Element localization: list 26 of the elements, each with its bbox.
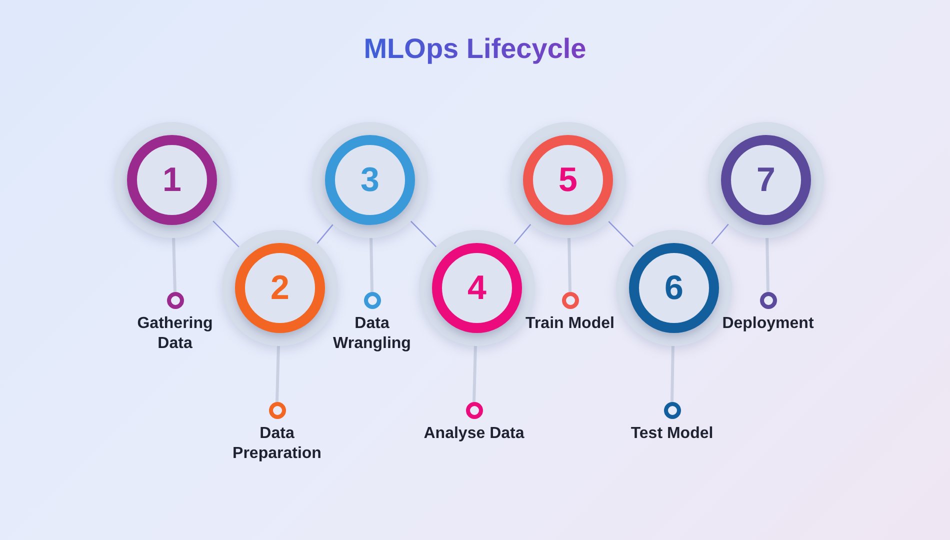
step-label: Test Model [630, 424, 714, 444]
step-number: 3 [360, 163, 380, 197]
step-label: Gathering Data [136, 314, 214, 354]
connector-line [608, 220, 634, 248]
connector-line [212, 220, 240, 248]
step-label: Deployment [722, 314, 814, 334]
step-number: 4 [468, 271, 486, 305]
step-number: 2 [270, 271, 290, 305]
step-number: 5 [558, 163, 578, 197]
connector-line [711, 224, 729, 244]
step-number: 7 [756, 163, 776, 197]
connector-line [670, 346, 674, 402]
step-number: 1 [162, 163, 182, 197]
connector-line [514, 224, 532, 244]
connector-line [568, 238, 572, 292]
connector-line [472, 346, 477, 402]
connector-line [410, 220, 437, 248]
connector-line [276, 346, 280, 402]
step-number: 6 [664, 271, 684, 305]
step-label: Analyse Data [424, 424, 524, 444]
connector-line [316, 224, 334, 244]
connector-line [766, 238, 770, 292]
step-label: Data Wrangling [332, 314, 412, 354]
step-label: Train Model [526, 314, 614, 334]
step-label: Data Preparation [232, 424, 322, 464]
connector-line [172, 238, 176, 292]
